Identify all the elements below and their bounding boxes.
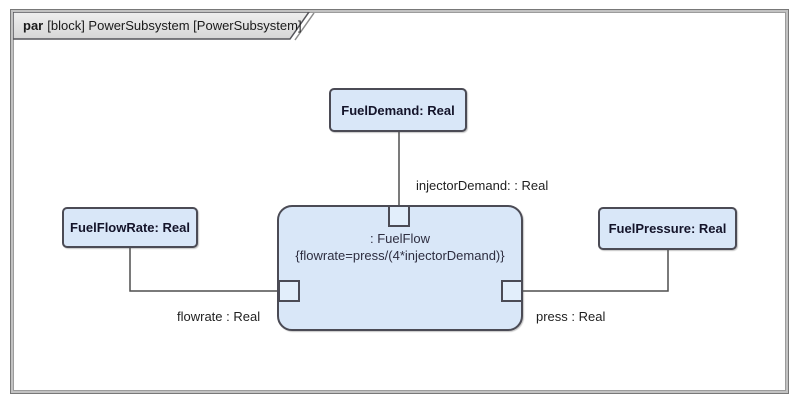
node-fuel-flow-rate-label: FuelFlowRate: Real	[70, 220, 190, 235]
label-injector-demand: injectorDemand: : Real	[416, 178, 549, 193]
diagram-heading-tab[interactable]: par[block] PowerSubsystem [PowerSubsyste…	[13, 12, 343, 46]
node-fuel-demand-label: FuelDemand: Real	[341, 102, 455, 118]
diagram-kind-keyword: par	[23, 18, 44, 33]
node-fuel-demand[interactable]: FuelDemand: Real	[329, 88, 467, 132]
tab-pentagon-shape	[13, 12, 315, 41]
node-fuel-flow-rate[interactable]: FuelFlowRate: Real	[62, 207, 198, 248]
label-flowrate: flowrate : Real	[177, 309, 261, 324]
diagram-title: par[block] PowerSubsystem [PowerSubsyste…	[23, 12, 302, 39]
diagram-title-text: [block] PowerSubsystem [PowerSubsystem]	[47, 18, 302, 33]
connector-flowrate[interactable]	[129, 248, 278, 292]
connector-press[interactable]	[523, 250, 669, 292]
node-fuel-pressure-label: FuelPressure: Real	[608, 221, 727, 236]
label-press: press : Real	[536, 309, 606, 324]
node-fuel-pressure[interactable]: FuelPressure: Real	[598, 207, 737, 250]
port-injector-demand[interactable]	[388, 205, 410, 227]
constraint-name: : FuelFlow	[370, 231, 430, 246]
port-flowrate[interactable]	[278, 280, 300, 302]
constraint-text: : FuelFlow {flowrate=press/(4*injectorDe…	[279, 230, 521, 264]
port-press[interactable]	[501, 280, 523, 302]
constraint-expression: {flowrate=press/(4*injectorDemand)}	[295, 248, 505, 263]
